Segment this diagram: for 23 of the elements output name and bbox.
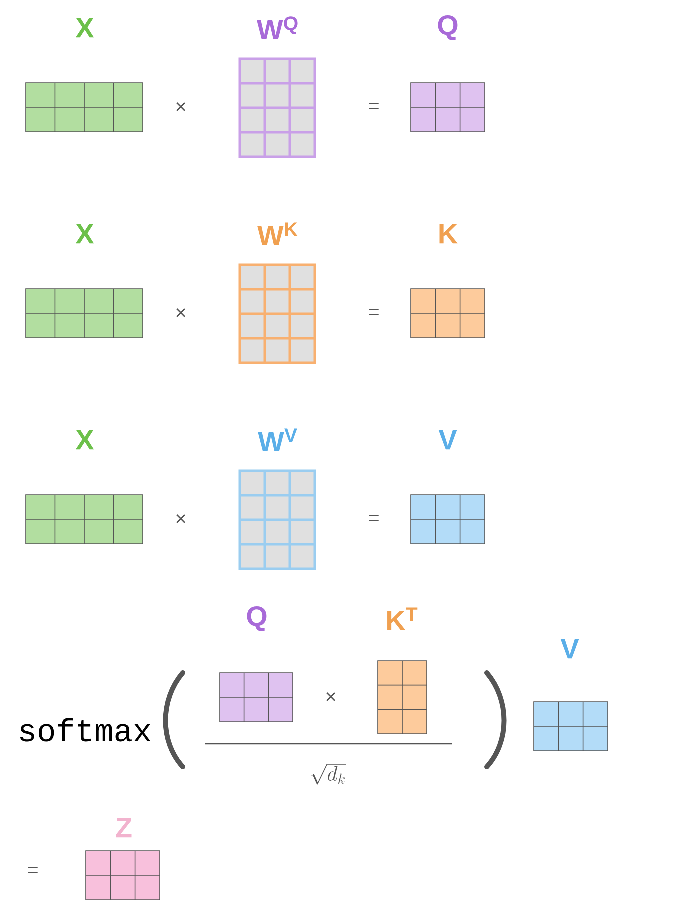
matrix-heading: W$^{Q}$: [256, 16, 298, 40]
operator: =: [369, 103, 379, 110]
matrix-heading: X: [76, 18, 94, 38]
operator: ×: [176, 514, 186, 524]
matrix-heading: Q: [247, 606, 267, 632]
operator: ×: [176, 102, 186, 112]
denominator: $\sqrt{d_k}$: [311, 764, 346, 785]
matrix-heading: W$^{V}$: [258, 428, 298, 452]
matrix-heading: X: [76, 224, 94, 244]
matrix-heading: W$^{K}$: [258, 222, 298, 246]
matrix-heading: V: [560, 639, 580, 659]
operator: =: [369, 515, 379, 522]
operator: =: [369, 309, 379, 316]
matrix-heading: Q: [438, 15, 458, 41]
matrix-heading: K: [440, 224, 458, 244]
matrix-heading: Z: [116, 818, 132, 838]
function-name: softmax: [20, 718, 151, 742]
matrix-heading: X: [76, 430, 94, 450]
matrix-heading: V: [438, 430, 458, 450]
operator: ×: [326, 692, 336, 702]
operator: =: [28, 867, 38, 874]
operator: ×: [176, 308, 186, 318]
matrix-heading: K$^{T}$: [388, 608, 418, 630]
